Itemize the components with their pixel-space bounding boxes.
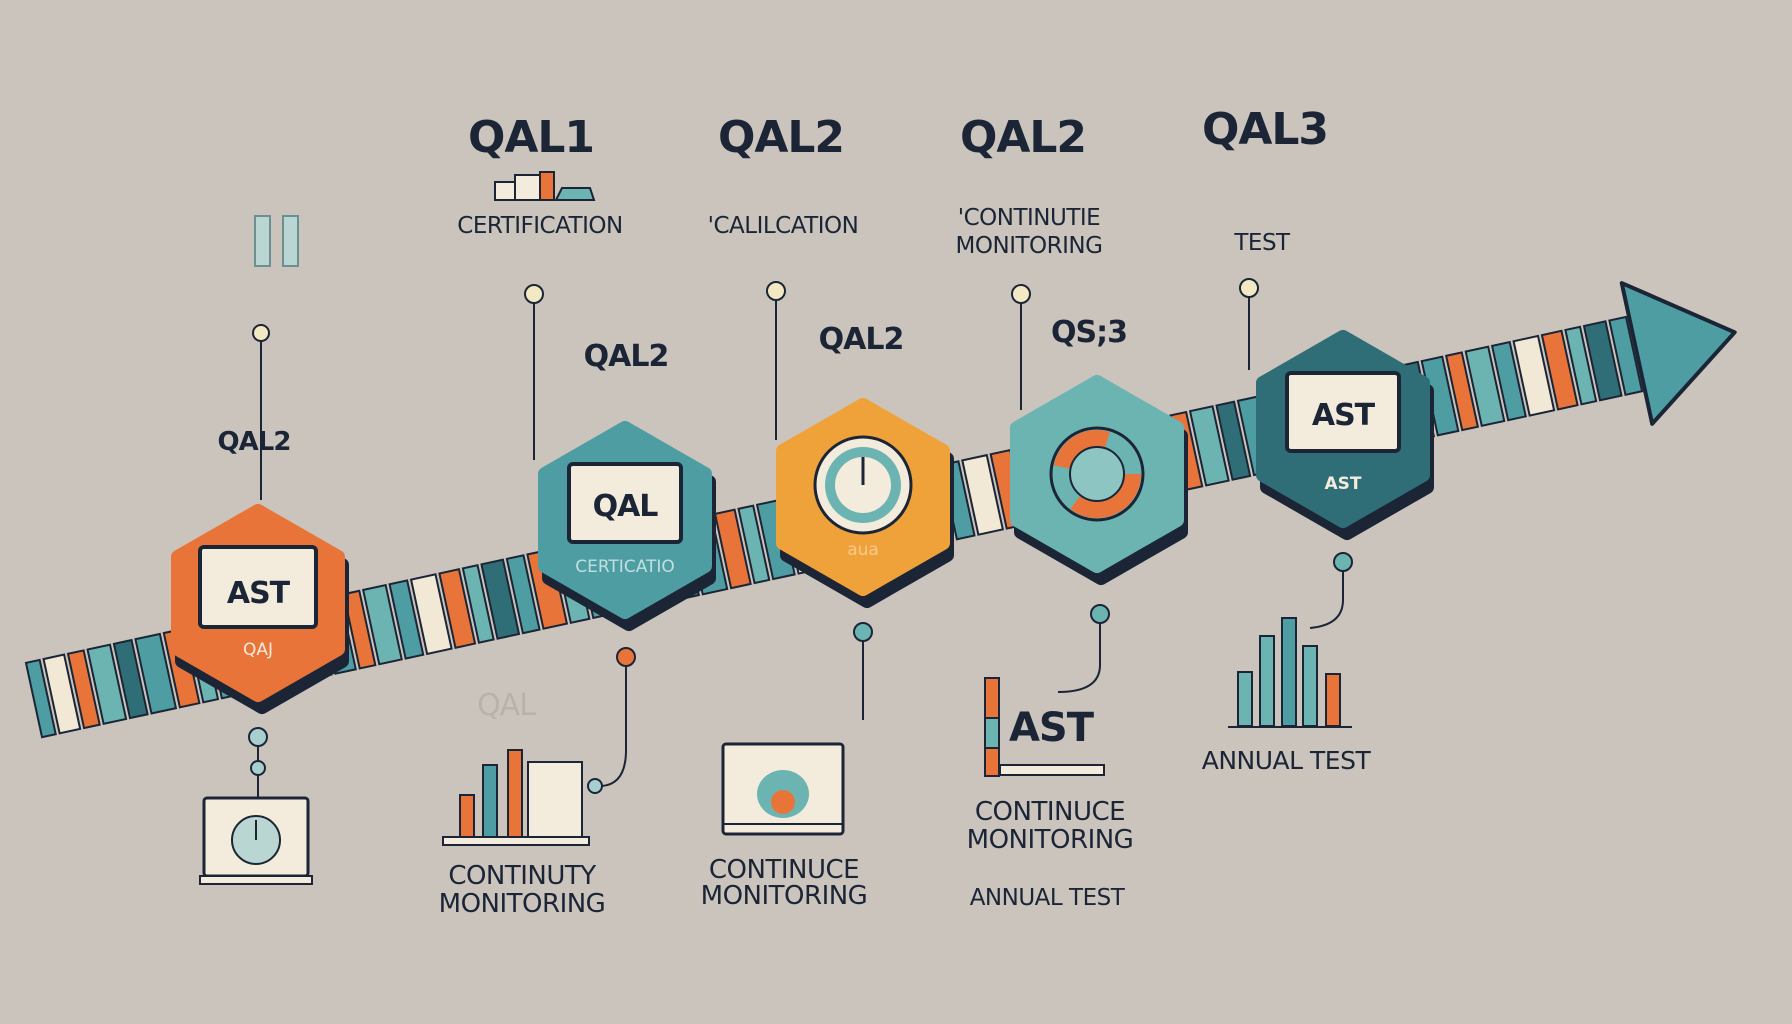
band-stripe bbox=[1540, 329, 1579, 411]
node-badge: AST bbox=[227, 576, 291, 611]
node-caption: QAJ bbox=[243, 640, 273, 660]
heading-qal3: QAL3 bbox=[1202, 104, 1328, 155]
caption-certification: CERTIFICATION bbox=[457, 213, 622, 239]
heading-qal2-b: QAL2 bbox=[960, 112, 1086, 163]
caption-continuous: 'CONTINUTIE bbox=[958, 205, 1100, 231]
label-continuous: CONTINUCE bbox=[975, 797, 1125, 827]
caption-test: TEST bbox=[1233, 230, 1291, 256]
heading-qal2: QAL2 bbox=[718, 112, 844, 163]
node-3-gauge: aua bbox=[776, 398, 954, 608]
band-stripe bbox=[1564, 325, 1598, 406]
band-stripe bbox=[388, 579, 425, 660]
label-monitoring: MONITORING bbox=[701, 881, 868, 911]
label-monitoring: MONITORING bbox=[967, 825, 1134, 855]
node-caption: CERTICATIO bbox=[575, 557, 675, 577]
label-annual-test: ANNUAL TEST bbox=[1202, 746, 1372, 775]
band-stripe bbox=[1582, 320, 1623, 402]
mid-label: QAL2 bbox=[819, 322, 904, 357]
mid-label: QAL2 bbox=[584, 339, 669, 374]
band-stripe bbox=[1608, 315, 1644, 396]
label-annual-test: ANNUAL TEST bbox=[970, 885, 1126, 911]
band-stripe bbox=[24, 658, 57, 739]
monitor-icon bbox=[567, 462, 683, 544]
node-caption: AST bbox=[1325, 474, 1362, 494]
band-stripe bbox=[409, 573, 453, 656]
band-stripe bbox=[461, 564, 495, 644]
node-caption: aua bbox=[847, 540, 879, 560]
label-continuity: CONTINUTY bbox=[448, 861, 596, 891]
mid-label: QS;3 bbox=[1051, 315, 1127, 350]
mid-label: QAL2 bbox=[218, 427, 291, 457]
node-4-donut bbox=[1010, 375, 1188, 585]
node-badge: AST bbox=[1312, 398, 1376, 433]
bar-monitor-icon bbox=[984, 677, 1105, 777]
heading-qal1: QAL1 bbox=[468, 112, 594, 163]
bar-chart-building-icon bbox=[442, 749, 590, 846]
caption-monitoring: MONITORING bbox=[956, 233, 1103, 259]
band-stripe bbox=[86, 643, 128, 726]
band-stripe bbox=[961, 453, 1005, 536]
gauge-icon bbox=[813, 435, 913, 535]
node-badge: QAL bbox=[593, 489, 659, 524]
band-stripe bbox=[112, 638, 149, 720]
band-stripe bbox=[1490, 340, 1527, 422]
label-continuous: CONTINUCE bbox=[709, 855, 859, 885]
band-stripe bbox=[1215, 400, 1252, 481]
band-stripe bbox=[713, 508, 752, 590]
node-1-ast: AST QAJ bbox=[171, 504, 349, 714]
band-stripe bbox=[66, 649, 101, 730]
band-stripe bbox=[505, 554, 541, 635]
annual-bar-chart-icon bbox=[1228, 617, 1352, 728]
band-stripe bbox=[42, 653, 82, 735]
band-stripe bbox=[134, 632, 178, 715]
band-stripe bbox=[438, 568, 477, 649]
bottom-connectors bbox=[248, 552, 1353, 798]
node-2-qal: QAL CERTICATIO bbox=[538, 421, 716, 631]
clock-monitor-icon bbox=[199, 796, 313, 885]
faint-qal-label: QAL bbox=[477, 688, 536, 723]
bars-icon bbox=[254, 215, 299, 267]
node-5-ast: AST AST bbox=[1256, 330, 1434, 540]
ast-label: AST bbox=[1009, 705, 1095, 751]
building-icon bbox=[494, 171, 596, 201]
band-stripe bbox=[1512, 334, 1556, 417]
band-stripe bbox=[361, 583, 403, 666]
donut-chart-icon bbox=[1049, 426, 1145, 522]
top-connectors bbox=[252, 278, 1259, 500]
band-stripe bbox=[1464, 345, 1506, 428]
band-stripe bbox=[1444, 351, 1480, 432]
dashboard-monitor-icon bbox=[721, 742, 845, 836]
monitor-icon bbox=[198, 545, 318, 629]
band-stripe bbox=[342, 589, 377, 670]
label-monitoring: MONITORING bbox=[439, 889, 606, 919]
caption-calibration: 'CALILCATION bbox=[708, 213, 859, 239]
band-stripe bbox=[737, 504, 771, 585]
monitor-icon bbox=[1285, 371, 1401, 453]
band-stripe bbox=[480, 558, 521, 640]
arrow-head-icon bbox=[1619, 281, 1737, 426]
band-stripe bbox=[1188, 405, 1230, 487]
